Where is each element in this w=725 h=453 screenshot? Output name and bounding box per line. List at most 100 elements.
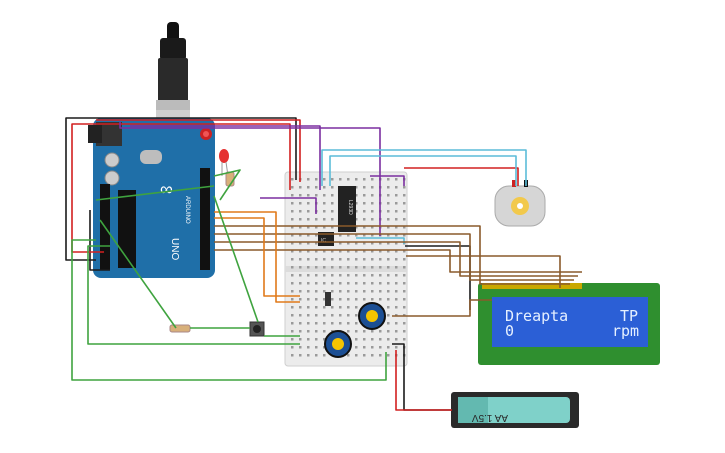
- breadboard-hole: [291, 226, 294, 229]
- breadboard-hole: [371, 354, 374, 357]
- breadboard-hole: [323, 306, 326, 309]
- breadboard-hole: [347, 258, 350, 261]
- breadboard-hole: [315, 250, 318, 253]
- breadboard-hole: [323, 346, 326, 349]
- breadboard-hole: [347, 298, 350, 301]
- breadboard-hole: [387, 242, 390, 245]
- breadboard-hole: [363, 338, 366, 341]
- battery-holder: AA 1.5V: [451, 392, 579, 428]
- breadboard-hole: [315, 330, 318, 333]
- breadboard-hole: [323, 194, 326, 197]
- breadboard-hole: [355, 274, 358, 277]
- breadboard-hole: [355, 186, 358, 189]
- breadboard-hole: [299, 290, 302, 293]
- breadboard-hole: [387, 314, 390, 317]
- usb-cable: [156, 22, 190, 132]
- breadboard-hole: [291, 194, 294, 197]
- breadboard-hole: [363, 298, 366, 301]
- breadboard-hole: [307, 322, 310, 325]
- breadboard-hole: [331, 282, 334, 285]
- breadboard-hole: [299, 346, 302, 349]
- breadboard-hole: [323, 338, 326, 341]
- breadboard-hole: [395, 178, 398, 181]
- breadboard-hole: [387, 338, 390, 341]
- breadboard-hole: [339, 258, 342, 261]
- breadboard-hole: [307, 234, 310, 237]
- breadboard-hole: [331, 250, 334, 253]
- breadboard-hole: [371, 226, 374, 229]
- breadboard-hole: [395, 194, 398, 197]
- breadboard-hole: [339, 266, 342, 269]
- breadboard-hole: [379, 338, 382, 341]
- breadboard-hole: [387, 194, 390, 197]
- breadboard-hole: [395, 282, 398, 285]
- breadboard-hole: [331, 322, 334, 325]
- breadboard-hole: [299, 242, 302, 245]
- breadboard-hole: [315, 226, 318, 229]
- breadboard-hole: [331, 298, 334, 301]
- breadboard-hole: [387, 354, 390, 357]
- breadboard-hole: [355, 306, 358, 309]
- breadboard-hole: [347, 306, 350, 309]
- breadboard-hole: [363, 258, 366, 261]
- breadboard-hole: [403, 186, 406, 189]
- breadboard-hole: [363, 226, 366, 229]
- dc-motor: [494, 180, 546, 227]
- breadboard-hole: [395, 290, 398, 293]
- breadboard-hole: [363, 346, 366, 349]
- breadboard-hole: [363, 234, 366, 237]
- breadboard-hole: [371, 218, 374, 221]
- breadboard-hole: [363, 194, 366, 197]
- breadboard-hole: [379, 250, 382, 253]
- breadboard-hole: [299, 202, 302, 205]
- breadboard-hole: [339, 322, 342, 325]
- breadboard-hole: [331, 210, 334, 213]
- breadboard-hole: [299, 322, 302, 325]
- breadboard-hole: [331, 194, 334, 197]
- breadboard-hole: [339, 306, 342, 309]
- breadboard-hole: [355, 354, 358, 357]
- breadboard-hole: [371, 194, 374, 197]
- breadboard-hole: [363, 218, 366, 221]
- breadboard-hole: [307, 210, 310, 213]
- breadboard-hole: [379, 258, 382, 261]
- breadboard-hole: [339, 274, 342, 277]
- breadboard-hole: [403, 290, 406, 293]
- breadboard-hole: [387, 178, 390, 181]
- breadboard-hole: [355, 218, 358, 221]
- breadboard-hole: [291, 234, 294, 237]
- driver-chip: L293D: [338, 186, 356, 232]
- breadboard-hole: [323, 314, 326, 317]
- breadboard-hole: [387, 298, 390, 301]
- breadboard-hole: [403, 330, 406, 333]
- breadboard-hole: [347, 242, 350, 245]
- breadboard-hole: [323, 354, 326, 357]
- breadboard-hole: [307, 274, 310, 277]
- breadboard-hole: [355, 322, 358, 325]
- breadboard-hole: [315, 266, 318, 269]
- breadboard-hole: [355, 266, 358, 269]
- breadboard-hole: [331, 306, 334, 309]
- breadboard-hole: [291, 346, 294, 349]
- breadboard-hole: [371, 242, 374, 245]
- breadboard-hole: [347, 234, 350, 237]
- breadboard-hole: [363, 202, 366, 205]
- breadboard-hole: [299, 314, 302, 317]
- breadboard-hole: [331, 178, 334, 181]
- breadboard-hole: [307, 282, 310, 285]
- breadboard-hole: [291, 258, 294, 261]
- breadboard-hole: [395, 330, 398, 333]
- breadboard-hole: [291, 338, 294, 341]
- breadboard-hole: [299, 210, 302, 213]
- breadboard-hole: [307, 298, 310, 301]
- breadboard-hole: [363, 282, 366, 285]
- breadboard-hole: [379, 330, 382, 333]
- breadboard-hole: [291, 186, 294, 189]
- breadboard-hole: [379, 354, 382, 357]
- breadboard-hole: [395, 346, 398, 349]
- breadboard-hole: [339, 242, 342, 245]
- breadboard-hole: [299, 250, 302, 253]
- breadboard-hole: [307, 346, 310, 349]
- breadboard-hole: [403, 202, 406, 205]
- button-resistor: [169, 324, 191, 333]
